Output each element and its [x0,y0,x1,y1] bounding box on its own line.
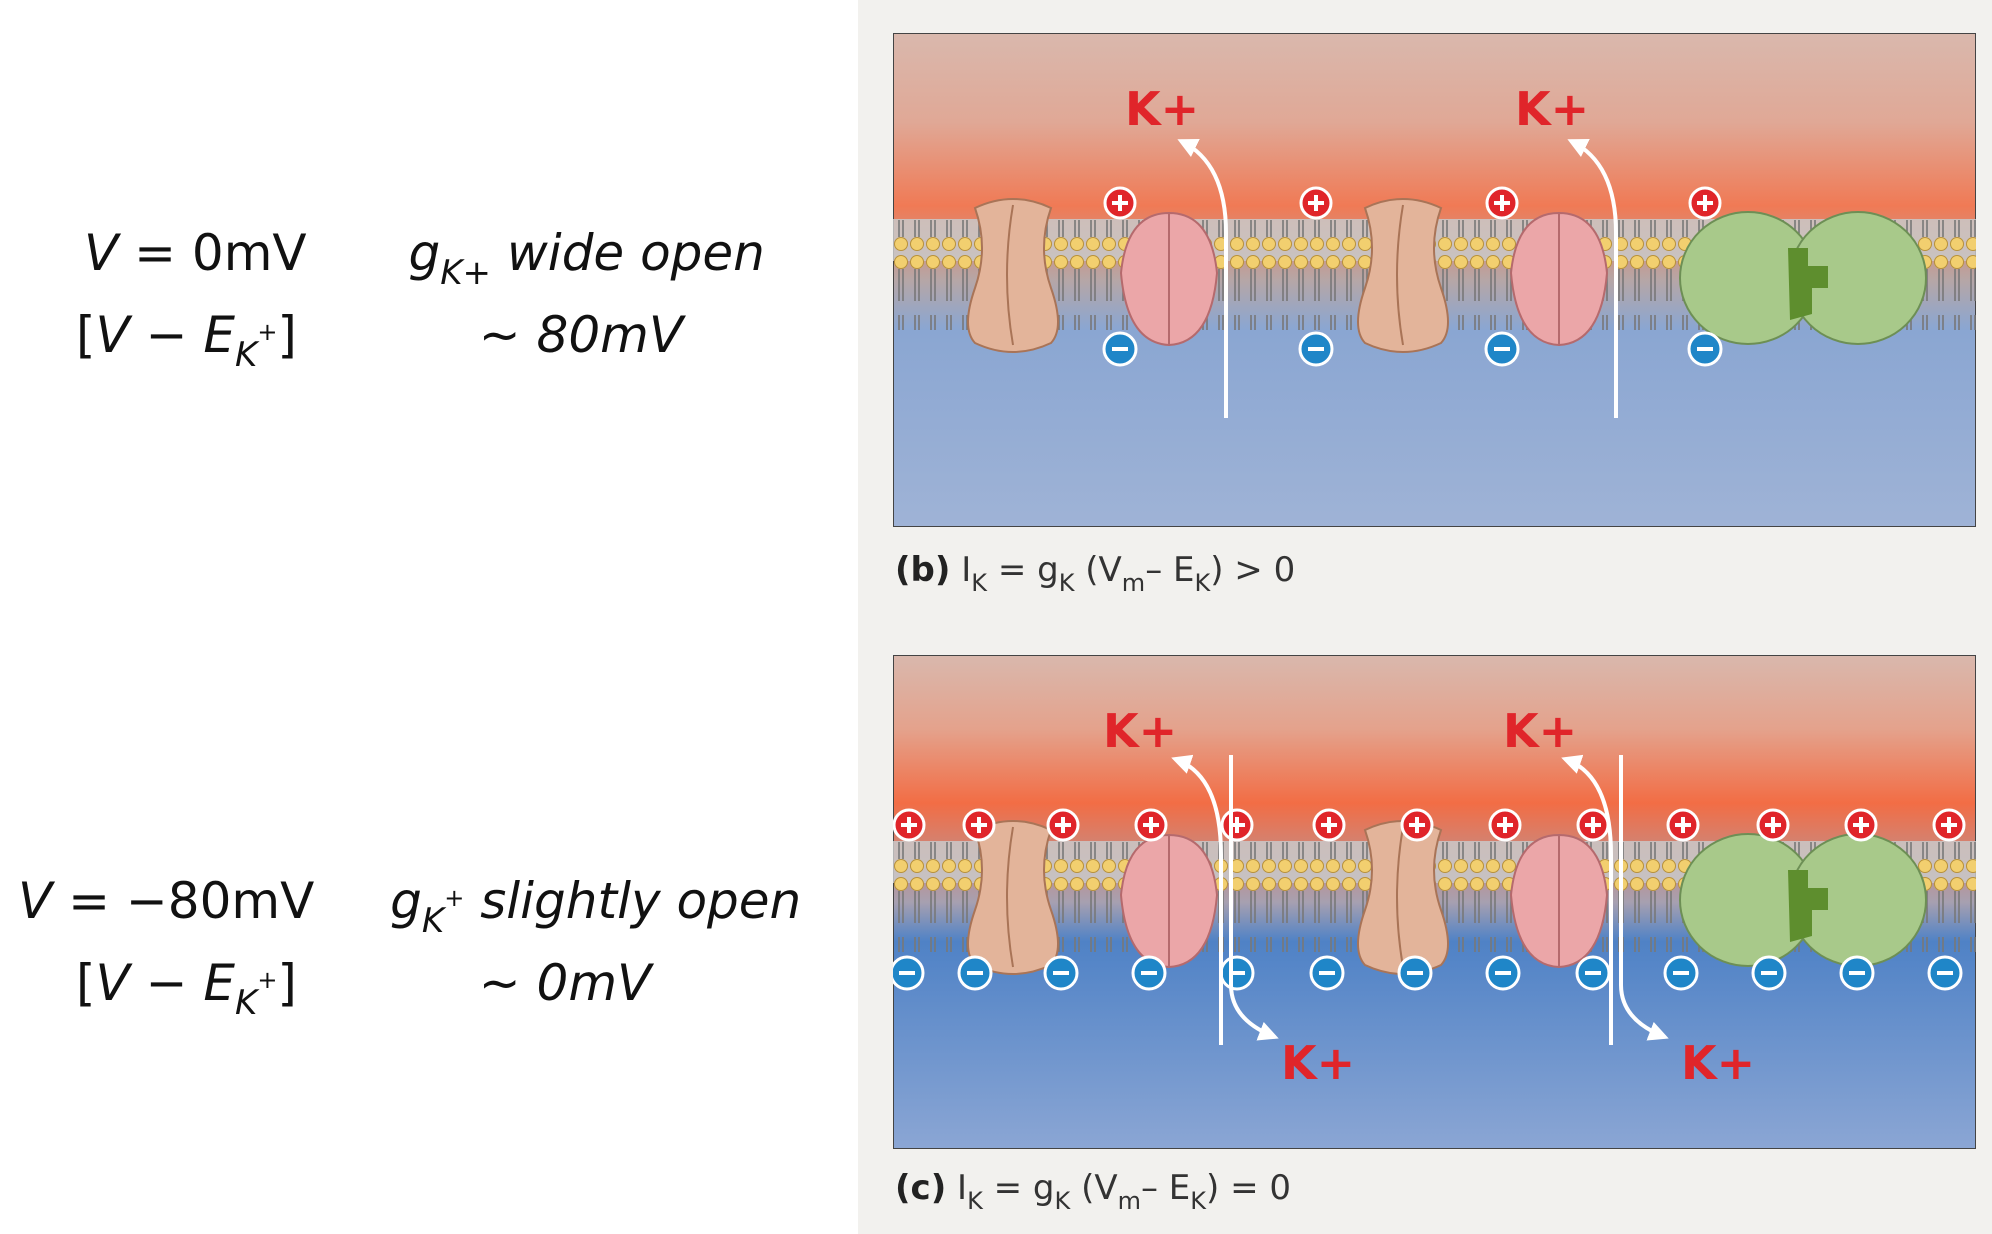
pump-protein [1679,833,1927,967]
k-ion-label: K+ [1515,82,1589,136]
tan-channel-2 [1357,198,1449,353]
pump-protein [1679,211,1927,345]
pink-channel-1 [1119,211,1219,347]
negative-charges [1102,331,1723,367]
equation-top-line1: V = 0mV gK+ wide open [84,224,765,293]
pink-channel-2 [1509,211,1609,347]
panel-c-diagram: K+ K+ K+ K+ [893,655,1976,1149]
k-influx-arrow-2 [1619,755,1669,1041]
k-ion-label: K+ [1281,1036,1355,1090]
k-ion-label: K+ [1103,704,1177,758]
k-ion-label: K+ [1681,1036,1755,1090]
equation-bottom-line2: [V − EK+] ∼ 0mV [76,954,652,1023]
panel-b-caption: (b) IK = gK (Vm– EK) > 0 [895,550,1296,597]
k-ion-label: K+ [1503,704,1577,758]
k-influx-arrow-1 [1229,755,1279,1041]
k-efflux-arrow-1 [1171,754,1223,1045]
k-efflux-arrow-2 [1561,754,1613,1045]
negative-charges [893,955,1963,991]
tan-channel-1 [967,198,1059,353]
panel-b-diagram: K+ K+ [893,33,1976,527]
tan-channel-1 [967,820,1059,975]
k-efflux-arrow-2 [1567,139,1618,418]
positive-charges [1103,186,1722,220]
equation-area: V = 0mV gK+ wide open [V − EK+] ∼ 80mV V… [0,0,860,1234]
k-ion-label: K+ [1125,82,1199,136]
equation-top-line2: [V − EK+] ∼ 80mV [76,306,684,375]
pink-channel-1 [1119,833,1219,969]
equation-bottom-line1: V = −80mV gK+ slightly open [18,872,802,941]
k-efflux-arrow-1 [1177,139,1228,418]
panel-c-caption: (c) IK = gK (Vm– EK) = 0 [895,1168,1292,1215]
pink-channel-2 [1509,833,1609,969]
tan-channel-2 [1357,820,1449,975]
